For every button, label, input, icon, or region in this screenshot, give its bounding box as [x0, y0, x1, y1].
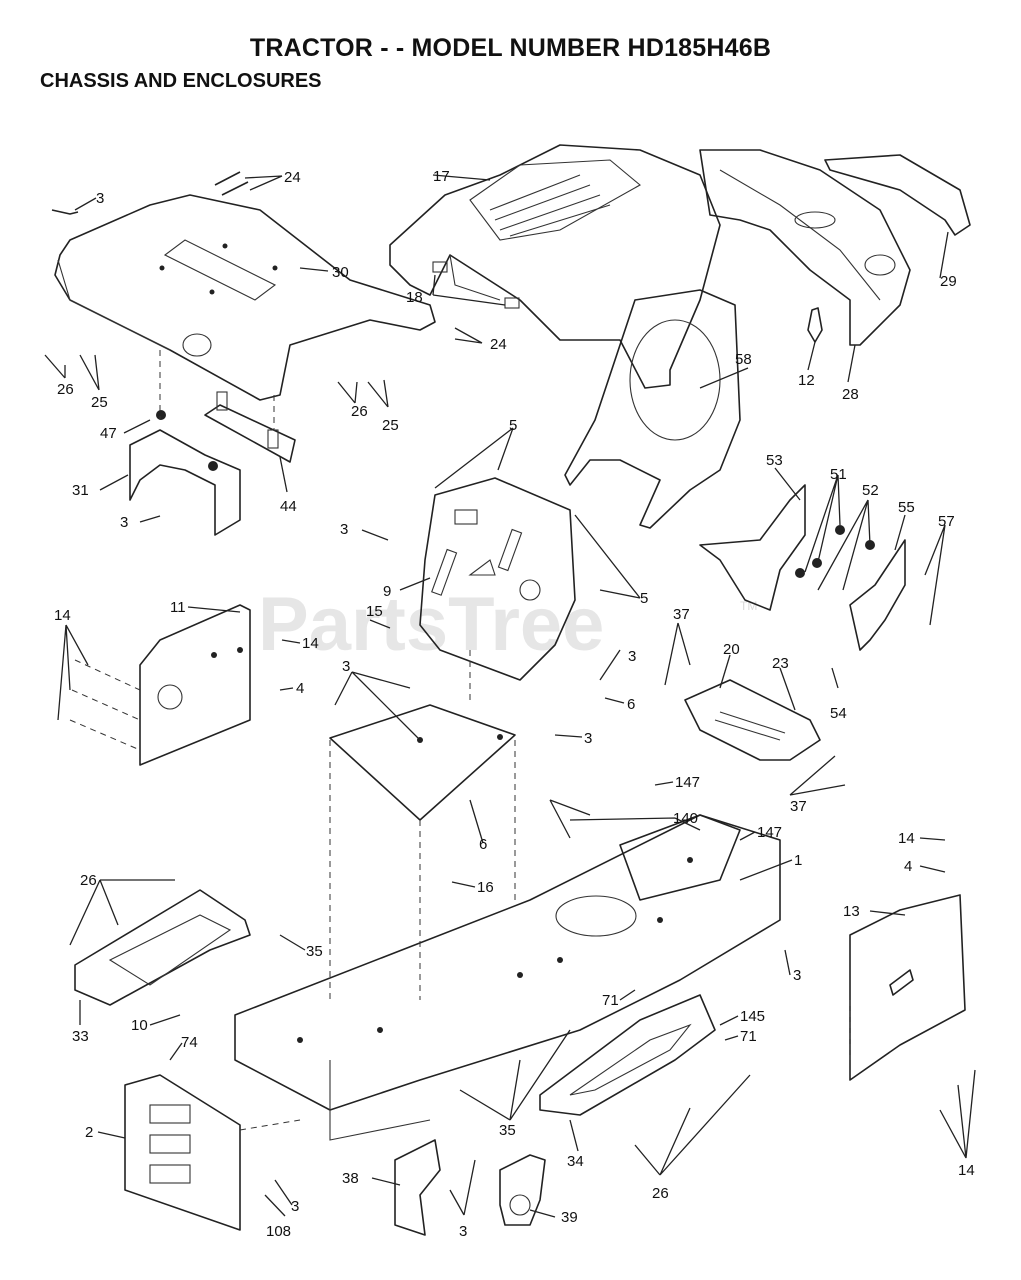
part-panel-53: [699, 484, 806, 611]
callout-35-bottom: 35: [499, 1122, 516, 1139]
part-frame-1: [234, 814, 781, 1141]
callout-4-mid: 4: [296, 680, 304, 697]
callout-147-mid: 147: [757, 824, 782, 841]
callout-35-left: 35: [306, 943, 323, 960]
callout-57: 57: [938, 513, 955, 530]
callout-145: 145: [740, 1008, 765, 1025]
part-side-panel-13: [849, 894, 966, 1081]
callout-30: 30: [332, 264, 349, 281]
callout-18: 18: [406, 289, 423, 306]
callout-5-right: 5: [640, 590, 648, 607]
callout-6-clip: 6: [627, 696, 635, 713]
callout-17: 17: [433, 168, 450, 185]
callout-6-plate: 6: [479, 836, 487, 853]
callout-147-top: 147: [675, 774, 700, 791]
callout-14-right: 14: [898, 830, 915, 847]
part-bracket-20: [684, 679, 821, 761]
callout-9: 9: [383, 583, 391, 600]
callout-58: 58: [735, 351, 752, 368]
part-plate-6: [329, 704, 516, 821]
part-bolts-24-hood: [51, 171, 249, 215]
callout-24-hood: 24: [284, 169, 301, 186]
callout-3-bracket: 3: [120, 514, 128, 531]
callout-54: 54: [830, 705, 847, 722]
callout-26-bottom: 26: [652, 1185, 669, 1202]
callout-52: 52: [862, 482, 879, 499]
callout-14-mid: 14: [302, 635, 319, 652]
callout-37-top: 37: [673, 606, 690, 623]
callout-23: 23: [772, 655, 789, 672]
callout-55: 55: [898, 499, 915, 516]
callout-14-bottom: 14: [958, 1162, 975, 1179]
callout-20: 20: [723, 641, 740, 658]
callout-3-bumper: 3: [291, 1198, 299, 1215]
callout-4-right: 4: [904, 858, 912, 875]
callout-3-lower: 3: [584, 730, 592, 747]
callout-3-bottom: 3: [459, 1223, 467, 1240]
part-bracket-44: [204, 391, 296, 463]
callout-15: 15: [366, 603, 383, 620]
callout-10: 10: [131, 1017, 148, 1034]
watermark-text: PartsTree: [258, 582, 604, 667]
callout-1: 1: [794, 852, 802, 869]
callout-71-left: 71: [602, 992, 619, 1009]
callout-108: 108: [266, 1223, 291, 1240]
part-dash-panel-9: [419, 477, 576, 681]
part-bumper-2: [124, 1074, 241, 1231]
alignment-lines: [69, 350, 851, 1131]
part-footrest-34: [539, 994, 716, 1116]
callout-74: 74: [181, 1034, 198, 1051]
callout-37-bottom: 37: [790, 798, 807, 815]
callout-53: 53: [766, 452, 783, 469]
part-bracket-39: [499, 1154, 546, 1226]
callout-13: 13: [843, 903, 860, 920]
part-hood-17: [389, 144, 721, 389]
part-bracket-31: [129, 410, 241, 536]
callout-26-left: 26: [57, 381, 74, 398]
callout-26-footrest: 26: [80, 872, 97, 889]
callout-12: 12: [798, 372, 815, 389]
callout-2: 2: [85, 1124, 93, 1141]
leader-lines: [44, 174, 976, 1218]
callout-51: 51: [830, 466, 847, 483]
callout-29: 29: [940, 273, 957, 290]
callout-25-left: 25: [91, 394, 108, 411]
callout-11: 11: [170, 599, 186, 616]
page-title: TRACTOR - - MODEL NUMBER HD185H46B: [249, 34, 772, 62]
callout-47: 47: [100, 425, 117, 442]
callout-3-right: 3: [628, 648, 636, 665]
callout-25-mid: 25: [382, 417, 399, 434]
callout-3-frame: 3: [793, 967, 801, 984]
part-dash-58: [564, 289, 741, 529]
callout-3-plate: 3: [342, 658, 350, 675]
callout-31: 31: [72, 482, 89, 499]
part-panel-55: [795, 525, 906, 651]
part-bracket-38: [394, 1139, 441, 1236]
callout-14-left: 14: [54, 607, 71, 624]
callout-38: 38: [342, 1170, 359, 1187]
callout-34: 34: [567, 1153, 584, 1170]
callout-3-top: 3: [96, 190, 104, 207]
callout-16: 16: [477, 879, 494, 896]
callout-33: 33: [72, 1028, 89, 1045]
callout-71-right: 71: [740, 1028, 757, 1045]
section-subtitle: CHASSIS AND ENCLOSURES: [40, 70, 322, 92]
part-footrest-33: [74, 889, 251, 1006]
part-grille-29: [699, 149, 971, 346]
callout-140: 140: [673, 810, 698, 827]
part-side-panel-11: [139, 604, 251, 766]
callout-labels: 3 24 30 17 18 24 29 12 28 26 25 26 25 47…: [54, 168, 975, 1240]
callout-26-mid: 26: [351, 403, 368, 420]
callout-39: 39: [561, 1209, 578, 1226]
callout-24-mid: 24: [490, 336, 507, 353]
part-latch-12: [807, 307, 823, 343]
callout-28: 28: [842, 386, 859, 403]
callout-5-top: 5: [509, 417, 517, 434]
part-hood-30: [54, 194, 436, 401]
callout-44: 44: [280, 498, 297, 515]
callout-3-dash: 3: [340, 521, 348, 538]
